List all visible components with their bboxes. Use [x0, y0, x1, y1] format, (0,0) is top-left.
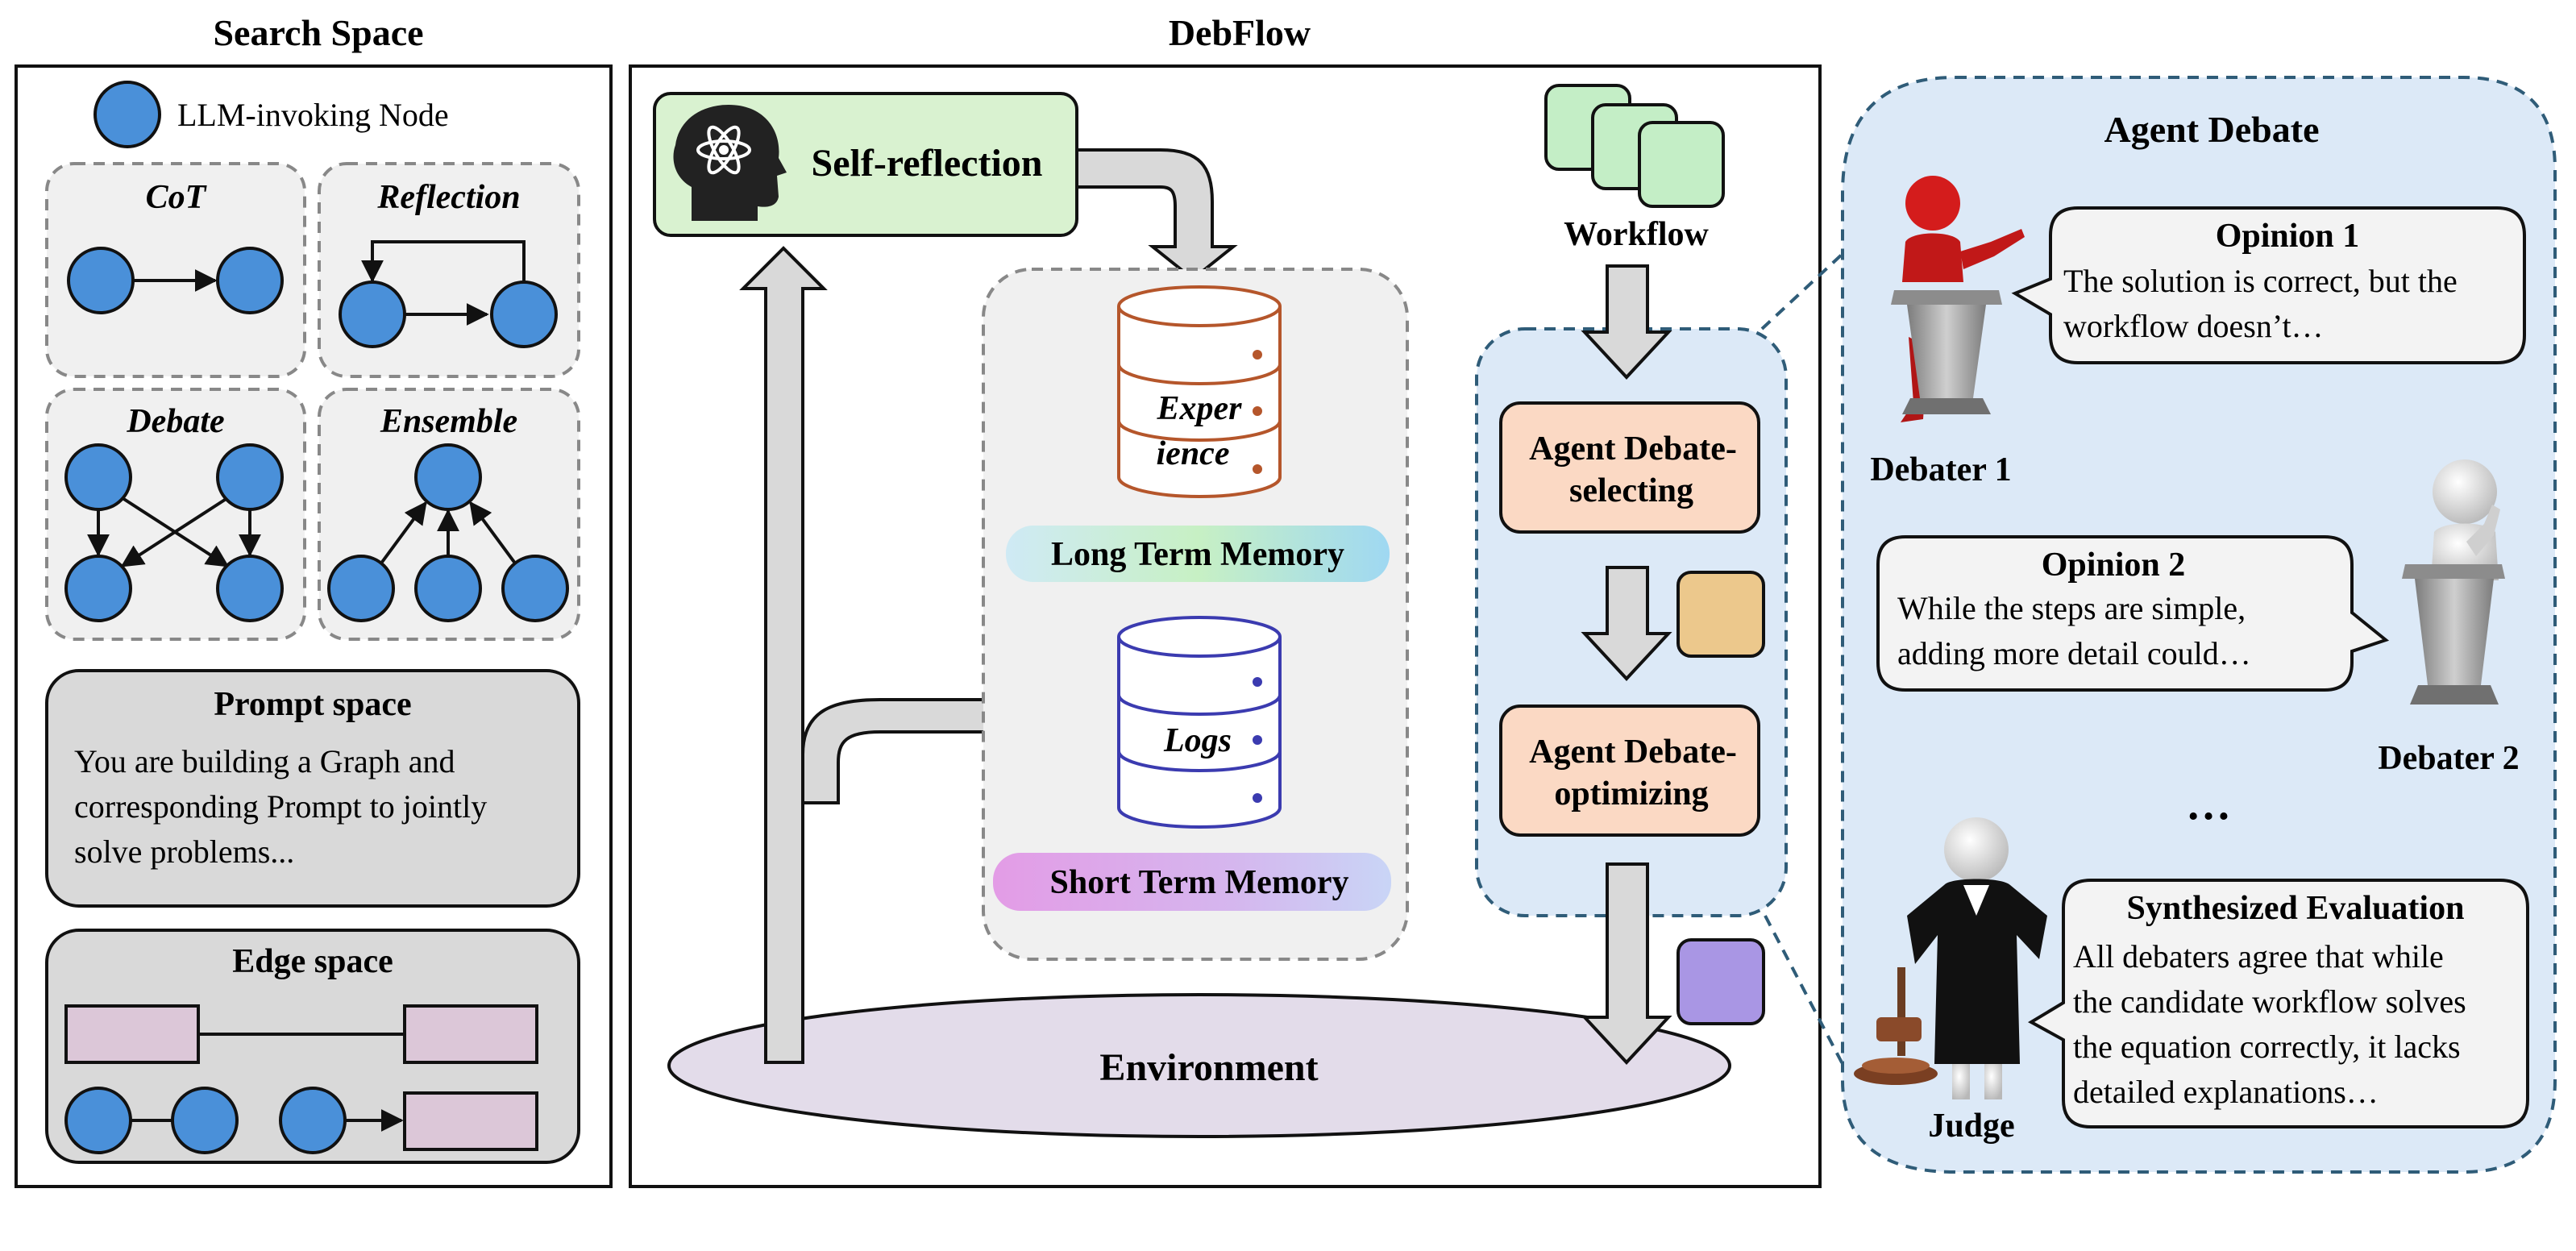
- zoom-connector: [1760, 240, 1857, 330]
- synthesized-evaluation-line: All debaters agree that while: [2073, 938, 2444, 975]
- agent-debate-optimizing-label: optimizing: [1554, 775, 1708, 813]
- environment-ellipse: [667, 993, 1731, 1138]
- node: [216, 555, 284, 622]
- edge-rect: [403, 1091, 538, 1151]
- prompt-space-line: corresponding Prompt to jointly: [74, 788, 487, 825]
- agent-debate-selecting-box: [1499, 401, 1760, 534]
- opinion-1-line: workflow doesn’t…: [2063, 308, 2324, 344]
- short-term-memory-label-bg: [993, 853, 1391, 911]
- pattern-reflection: Reflection: [318, 162, 580, 378]
- synthesized-evaluation-title: Synthesized Evaluation: [2127, 890, 2465, 927]
- node: [216, 247, 284, 314]
- down-arrow: [1581, 566, 1672, 681]
- judge-figure: [1854, 817, 2047, 1099]
- agent-debate-optimizing-box: [1499, 704, 1760, 837]
- reflection-arrow: [1075, 148, 1238, 281]
- opinion-2-line: While the steps are simple,: [1897, 590, 2246, 626]
- experience-database-icon: [1117, 285, 1282, 498]
- node: [490, 281, 558, 348]
- edge-rect: [403, 1004, 538, 1064]
- opinion-2-bubble: [1876, 535, 2390, 692]
- zoom-connector: [1764, 915, 1844, 1065]
- self-reflection-label: Self-reflection: [812, 142, 1043, 185]
- node: [171, 1087, 239, 1154]
- optimized-workflow-icon: [1676, 938, 1765, 1025]
- node: [64, 555, 132, 622]
- agent-debate-selecting-label: Agent Debate-: [1529, 430, 1737, 468]
- node: [339, 281, 406, 348]
- node: [64, 1087, 132, 1154]
- node: [414, 443, 482, 511]
- down-arrow: [1581, 862, 1672, 1065]
- debater-1-label: Debater 1: [1870, 451, 2011, 488]
- ellipsis: …: [2186, 779, 2231, 829]
- judge-label: Judge: [1928, 1108, 2014, 1145]
- memory-panel: [982, 268, 1409, 961]
- pattern-cot-label: CoT: [146, 179, 208, 216]
- workflow-stack-icon: [1544, 84, 1725, 208]
- environment-label: Environment: [1099, 1046, 1318, 1089]
- node: [64, 443, 132, 511]
- agent-debate-title: Agent Debate: [2104, 109, 2320, 150]
- synthesized-evaluation-line: the equation correctly, it lacks: [2073, 1029, 2461, 1065]
- search-space-title: Search Space: [213, 12, 423, 53]
- debflow-title: DebFlow: [1169, 12, 1311, 53]
- prompt-space-title: Prompt space: [214, 686, 411, 723]
- debater-1-figure: [1891, 176, 2025, 422]
- legend-node-icon: [93, 81, 161, 148]
- pattern-ensemble-label: Ensemble: [380, 403, 517, 440]
- pattern-reflection-label: Reflection: [376, 179, 520, 216]
- agent-debate-optimizing-label: Agent Debate-: [1529, 734, 1737, 771]
- prompt-space-line: You are building a Graph and: [74, 743, 455, 779]
- long-term-memory-label-bg: [1006, 526, 1390, 582]
- opinion-2-title: Opinion 2: [2042, 547, 2186, 584]
- experience-label: ience: [1157, 435, 1230, 472]
- prompt-space-line: solve problems...: [74, 833, 294, 870]
- prompt-space: Prompt space You are building a Graph an…: [45, 669, 580, 908]
- logs-label: Logs: [1163, 722, 1232, 759]
- self-reflection-box: Self-reflection: [653, 92, 1078, 237]
- node: [327, 555, 395, 622]
- opinion-2-line: adding more detail could…: [1897, 635, 2251, 671]
- synthesized-evaluation-line: detailed explanations…: [2073, 1074, 2379, 1110]
- pattern-ensemble: Ensemble: [318, 388, 580, 641]
- long-term-memory-label: Long Term Memory: [1051, 536, 1344, 573]
- opinion-1-bubble: [2011, 206, 2526, 364]
- debater-2-label: Debater 2: [2378, 740, 2519, 777]
- workflow-label: Workflow: [1564, 216, 1709, 253]
- down-arrow: [1581, 264, 1672, 380]
- node: [67, 247, 135, 314]
- agent-debate-selecting-label: selecting: [1569, 472, 1693, 509]
- node: [279, 1087, 347, 1154]
- opinion-1-line: The solution is correct, but the: [2063, 263, 2458, 299]
- node: [414, 555, 482, 622]
- synthesized-evaluation-line: the candidate workflow solves: [2073, 983, 2466, 1020]
- pattern-debate: Debate: [45, 388, 306, 641]
- edge-space-title: Edge space: [232, 943, 393, 980]
- logs-database-icon: [1117, 616, 1282, 829]
- opinion-1-title: Opinion 1: [2216, 218, 2360, 255]
- synthesized-evaluation-bubble: [2027, 879, 2529, 1128]
- up-arrow: [739, 246, 828, 1064]
- legend-label: LLM-invoking Node: [177, 97, 449, 133]
- selected-workflow-icon: [1676, 571, 1765, 658]
- brain-head-icon: [673, 105, 787, 221]
- experience-label: Exper: [1157, 390, 1243, 427]
- edge-space: Edge space: [45, 929, 580, 1164]
- pattern-debate-label: Debate: [126, 403, 224, 440]
- short-term-memory-label: Short Term Memory: [1050, 864, 1349, 901]
- pattern-cot: CoT: [45, 162, 306, 378]
- node: [216, 443, 284, 511]
- edge-rect: [64, 1004, 200, 1064]
- debater-2-figure: [2402, 459, 2505, 704]
- node: [501, 555, 569, 622]
